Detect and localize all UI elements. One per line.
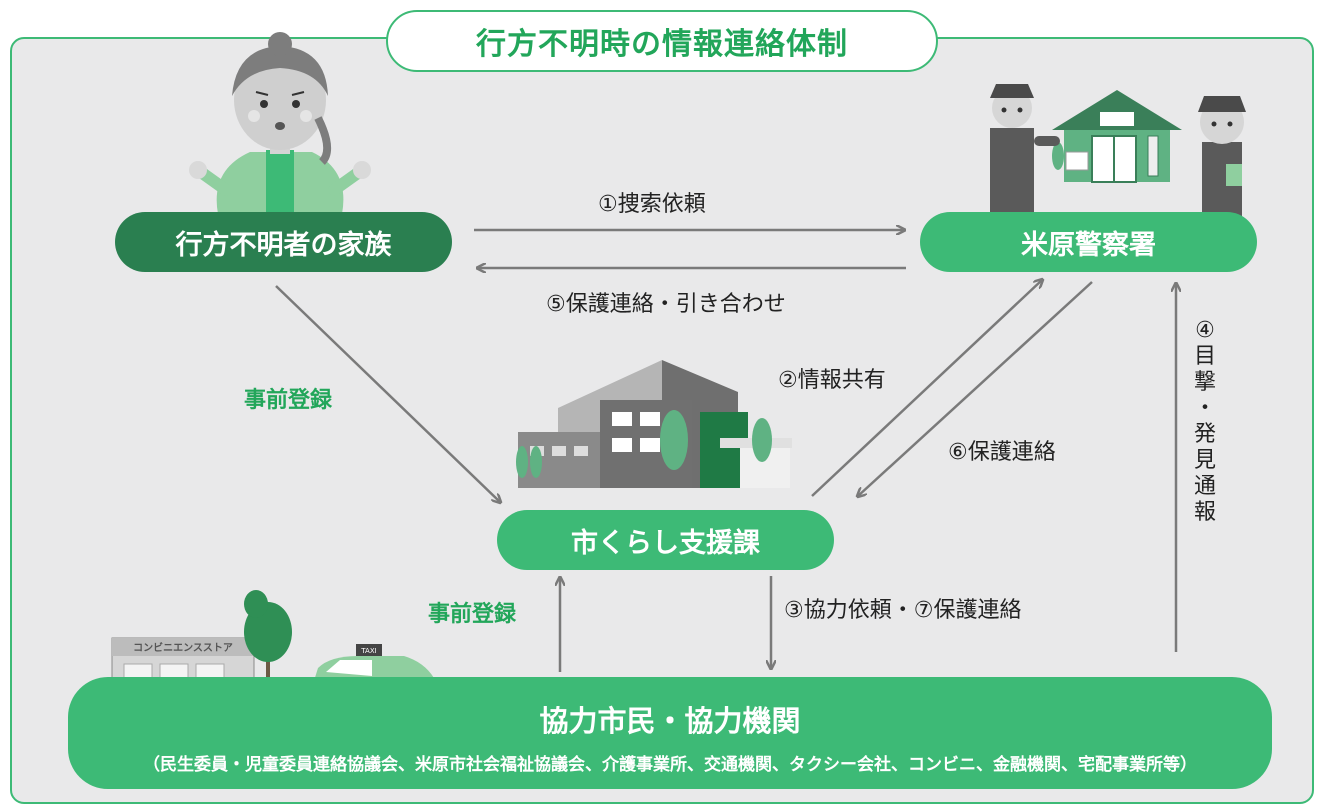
label-step4-char: ・ (1193, 396, 1216, 421)
coop-title: 協力市民・協力機関 (539, 703, 801, 738)
label-preregister-family: 事前登録 (244, 388, 333, 413)
label-step3-7: ③協力依頼・⑦保護連絡 (784, 598, 1022, 623)
coop-members-list: （民生委員・児童委員連絡協議会、米原市社会福祉協議会、介護事業所、交通機関、タク… (143, 754, 1197, 775)
diagram-title: 行方不明時の情報連絡体制 (476, 27, 848, 62)
label-step4-char: 報 (1193, 500, 1216, 525)
label-step5: ⑤保護連絡・引き合わせ (546, 292, 786, 317)
label-step2: ②情報共有 (778, 368, 886, 393)
family-person-illustration (189, 32, 371, 214)
taxi-sign-text: TAXI (360, 647, 376, 655)
arrow-info-share (811, 280, 1042, 497)
label-step6: ⑥保護連絡 (948, 440, 1056, 465)
store-sign-text: コンビニエンスストア (133, 641, 233, 654)
police-station-illustration (990, 84, 1246, 254)
label-step4-char: 見 (1193, 448, 1216, 473)
label-step4-char: 通 (1193, 474, 1216, 499)
node-city-support-division: 市くらし支援課 (497, 510, 834, 570)
label-step4-char: 発 (1193, 422, 1216, 447)
label-step1: ①捜索依頼 (598, 192, 706, 217)
node-police-station: 米原警察署 (920, 212, 1257, 272)
arrow-family-preregister (275, 285, 500, 502)
label-step4-char: 撃 (1193, 370, 1216, 395)
label-step4-char: 目 (1193, 344, 1216, 369)
diagram-title-box: 行方不明時の情報連絡体制 (386, 10, 938, 72)
label-step4-vertical: ④ 目 撃 ・ 発 見 通 報 (1190, 318, 1220, 526)
arrow-protection-notice (858, 281, 1093, 496)
flow-arrows (275, 230, 1176, 672)
node-missing-family: 行方不明者の家族 (115, 212, 452, 272)
city-hall-illustration (516, 360, 792, 488)
node-cooperating-citizens: 協力市民・協力機関 （民生委員・児童委員連絡協議会、米原市社会福祉協議会、介護事… (68, 677, 1272, 789)
label-preregister-coop: 事前登録 (428, 602, 517, 627)
label-step4-number: ④ (1195, 318, 1215, 343)
